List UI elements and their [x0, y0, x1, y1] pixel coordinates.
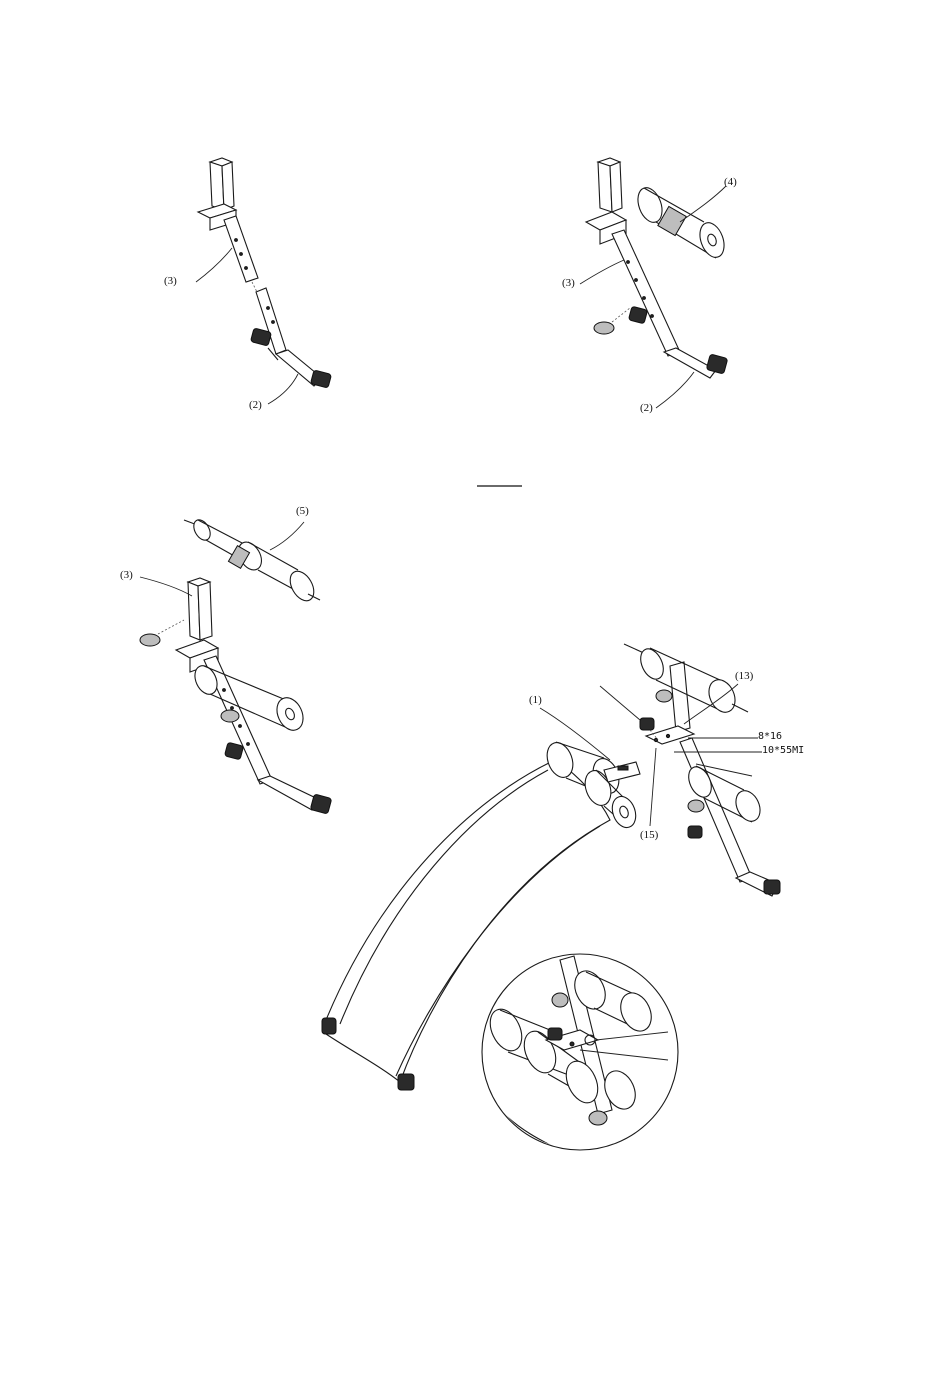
step3-base-frame: [258, 776, 320, 810]
step4-right-foot-cap: [764, 880, 780, 894]
callout-step3-part5: (5): [296, 506, 309, 517]
callout-step2-part2: (2): [640, 403, 653, 414]
step3-leader-5: [270, 522, 304, 550]
step2-leader-3: [580, 260, 624, 284]
step2-adjust-knob: [594, 322, 614, 334]
step3-leader-3: [140, 577, 192, 596]
callout-step1-part3: (3): [164, 276, 177, 287]
step2-figure: [580, 158, 728, 408]
step3-left-foot-cap: [224, 742, 243, 760]
detail-leader-1: [596, 1032, 668, 1040]
step4-leader-15: [650, 748, 656, 826]
callout-step4-part1: (1): [529, 695, 542, 706]
step3-right-foot-cap: [310, 794, 332, 814]
step2-angled-tube: [612, 230, 680, 356]
step3-knob-2: [221, 710, 239, 722]
step1-leader-2: [268, 374, 298, 404]
detail-magnified-view: [482, 954, 678, 1164]
callout-step4-bolt-8x16: 8*16: [758, 732, 782, 742]
step4-left-foot-cap: [688, 826, 702, 838]
step2-leader-2: [656, 372, 694, 408]
callout-step1-part2: (2): [249, 400, 262, 411]
step2-leader-4: [680, 186, 726, 222]
callout-step4-bolt-10x55: 10*55MI: [762, 746, 804, 756]
step4-bolt-head: [640, 718, 654, 730]
callout-step2-part3: (3): [562, 278, 575, 289]
step4-figure: [322, 644, 780, 1090]
callout-step2-part4: (4): [724, 177, 737, 188]
step2-left-foot-cap: [628, 306, 647, 324]
step3-middle-roller: [191, 662, 308, 734]
step4-pad-foot-cap-left: [322, 1018, 336, 1034]
step4-pad-foot-cap-right: [398, 1074, 414, 1090]
step3-figure: [140, 517, 332, 814]
step4-leader-bolt: [600, 686, 640, 720]
callout-step3-part3: (3): [120, 570, 133, 581]
callout-step4-part13: (13): [735, 671, 753, 682]
callout-step4-part15: (15): [640, 830, 658, 841]
step1-leader-3: [196, 248, 232, 282]
step3-adjust-knob: [140, 634, 160, 646]
step1-figure: [196, 158, 332, 404]
step2-roller-4: [634, 184, 729, 260]
